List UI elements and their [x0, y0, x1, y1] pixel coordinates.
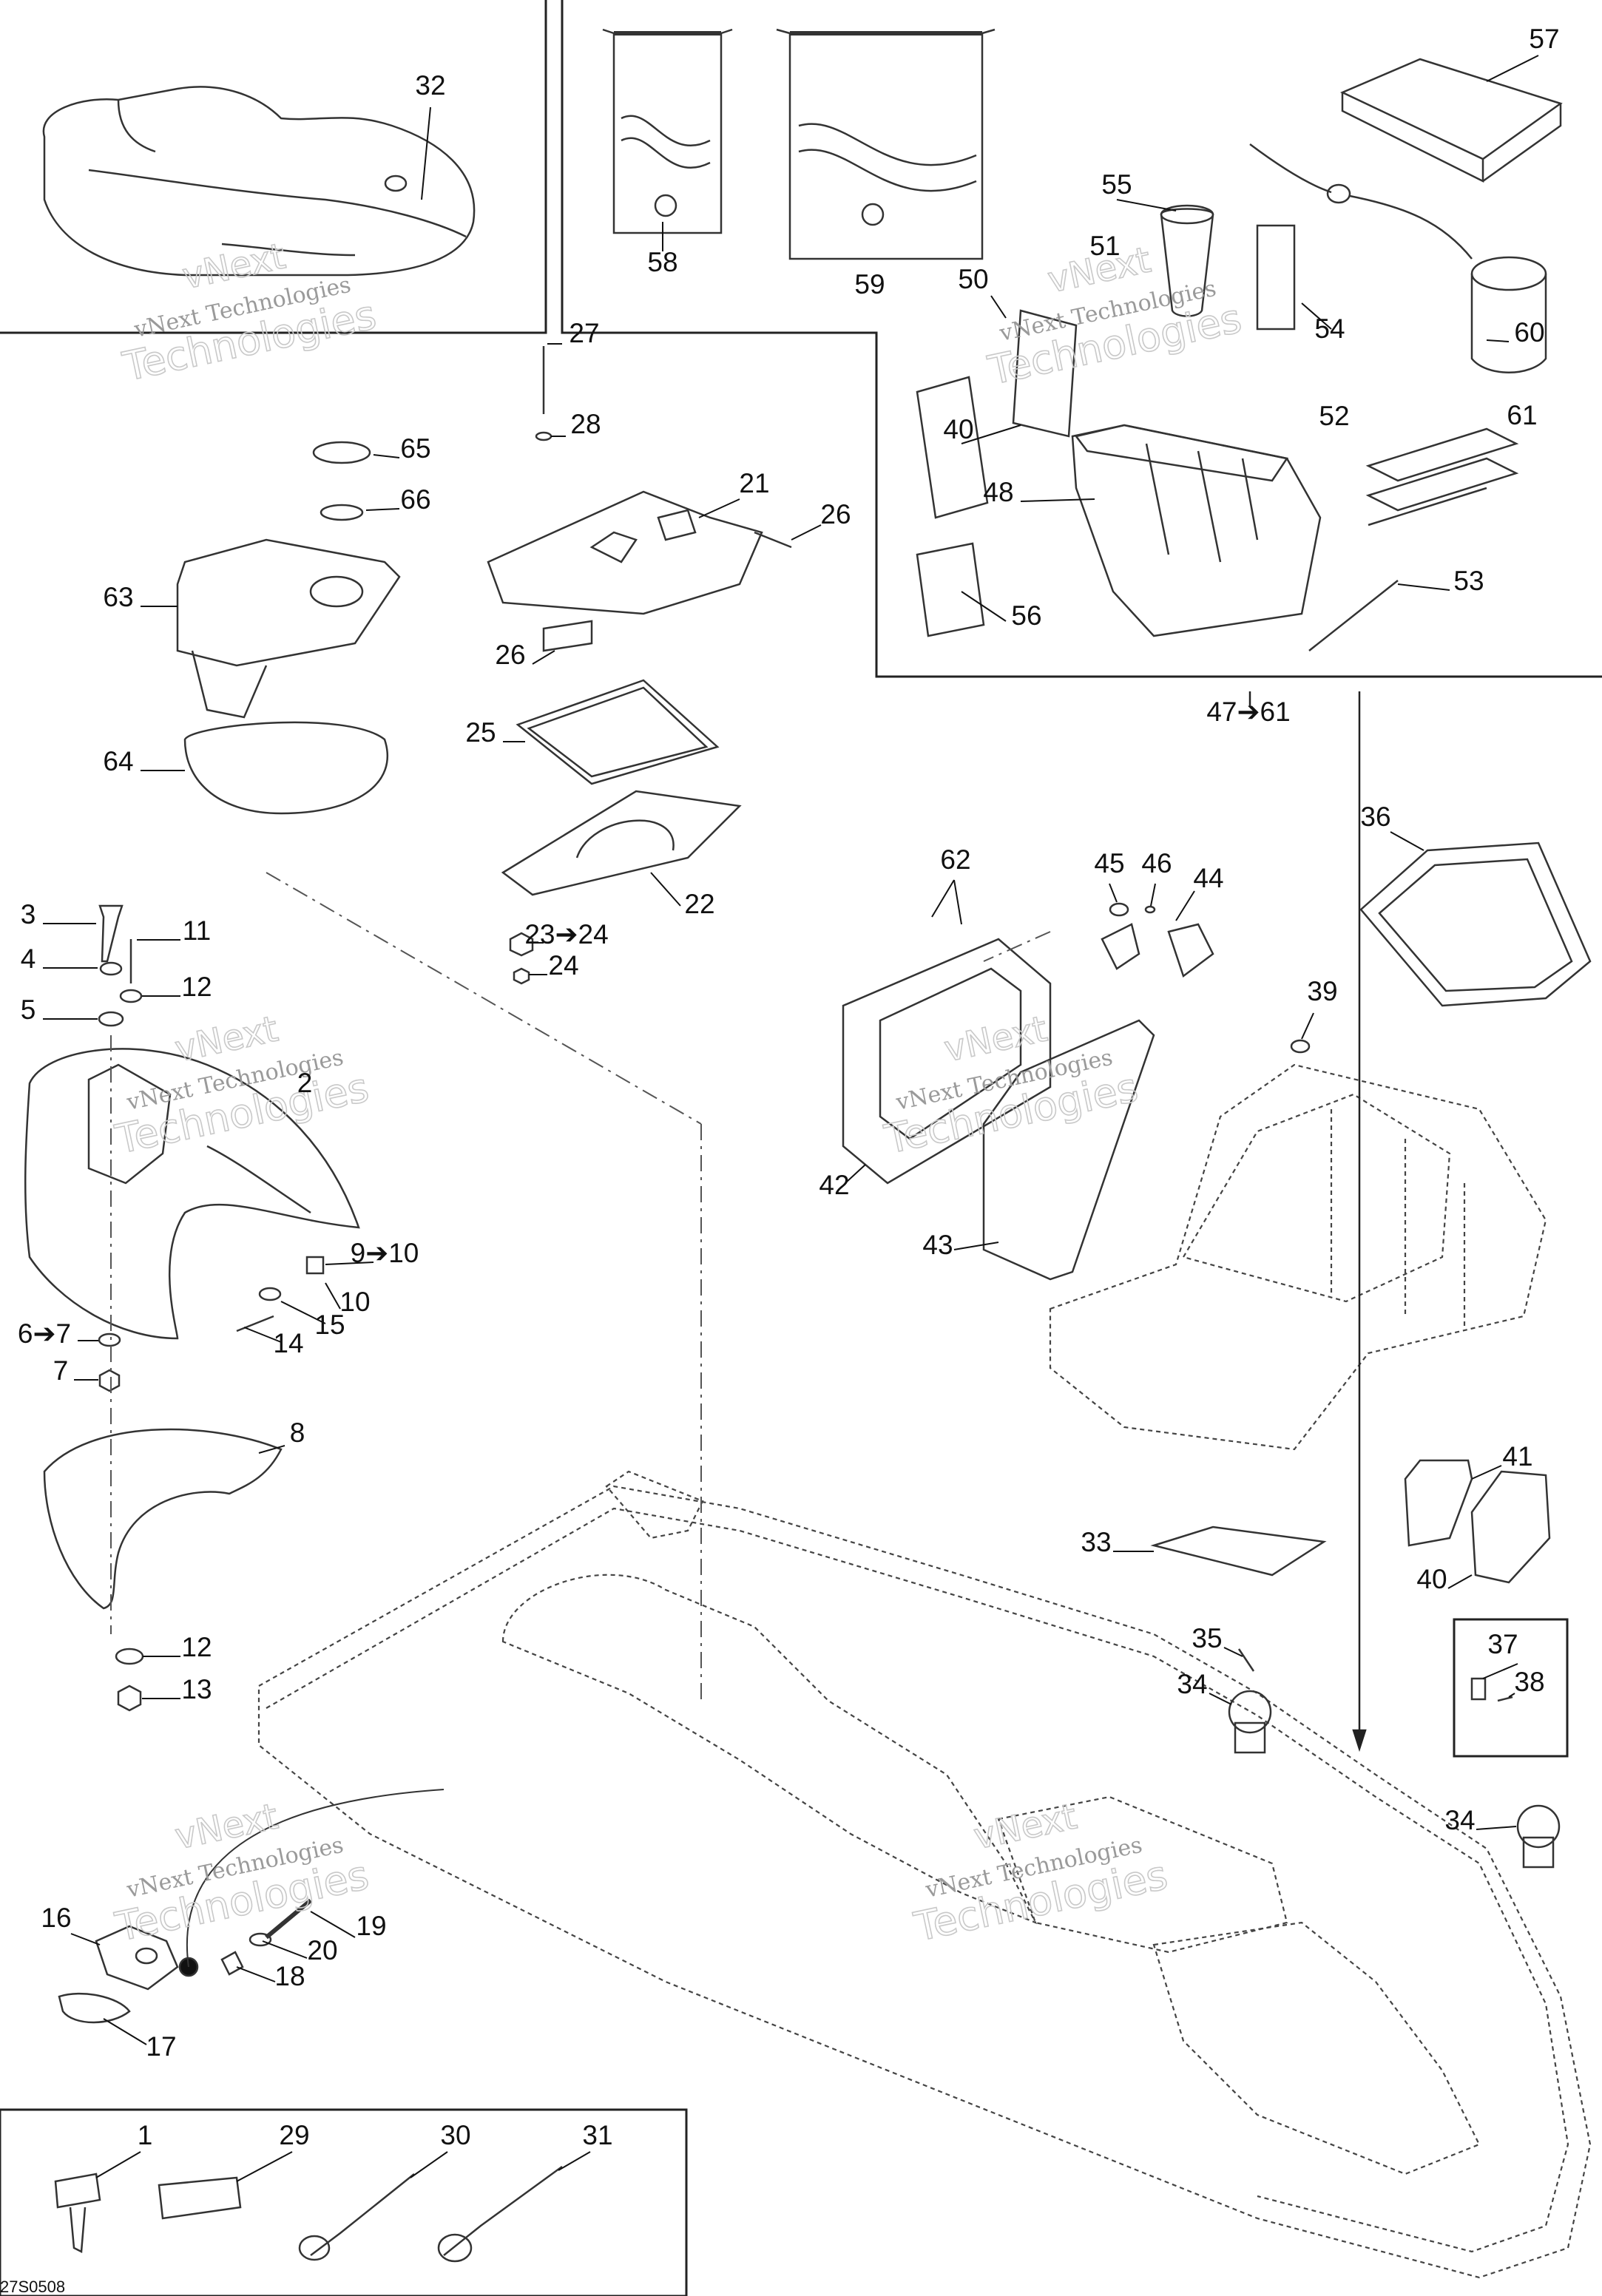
callout-50: 50: [958, 264, 988, 294]
callout-52: 52: [1319, 401, 1349, 431]
callout-14: 14: [273, 1328, 303, 1358]
reference-code: 27S0508: [0, 2278, 65, 2296]
callout-56: 56: [1011, 600, 1041, 631]
callout-33: 33: [1081, 1527, 1111, 1557]
callout-65: 65: [400, 433, 430, 464]
callout-59: 59: [854, 269, 885, 299]
callout-6-7: 6➔7: [18, 1318, 71, 1349]
callout-47-61: 47➔61: [1206, 697, 1290, 727]
callout-53: 53: [1453, 566, 1484, 596]
storage-compartment: [1049, 1063, 1547, 1451]
callout-40: 40: [943, 414, 973, 444]
callout-5: 5: [21, 995, 36, 1025]
callout-29: 29: [279, 2120, 309, 2150]
callout-45: 45: [1094, 848, 1124, 878]
handle-rear-parts: [24, 904, 360, 1712]
callout-23-24: 23➔24: [524, 919, 608, 949]
callout-7: 7: [53, 1355, 69, 1386]
callout-17: 17: [146, 2031, 176, 2062]
callout-11: 11: [183, 915, 211, 946]
callout-40: 40: [1416, 1564, 1447, 1594]
callout-41: 41: [1502, 1441, 1532, 1472]
callout-15: 15: [314, 1310, 345, 1340]
callout-34: 34: [1444, 1805, 1475, 1835]
callout-35: 35: [1192, 1623, 1222, 1653]
callout-46: 46: [1141, 848, 1172, 878]
callout-58: 58: [647, 247, 677, 277]
arrow-lines: [1248, 691, 1367, 1753]
callout-8: 8: [290, 1418, 305, 1448]
callout-20: 20: [307, 1935, 337, 1965]
callout-18: 18: [274, 1961, 305, 1991]
callout-9-10: 9➔10: [351, 1238, 419, 1268]
callout-12: 12: [181, 1632, 212, 1662]
leader-lines: [43, 55, 1539, 2182]
callout-44: 44: [1193, 863, 1223, 893]
callout-16: 16: [41, 1903, 71, 1933]
vent-seal-parts: [842, 841, 1592, 1281]
callout-31: 31: [582, 2120, 612, 2150]
assembly-guide-lines: [110, 872, 1051, 1701]
callout-22: 22: [684, 889, 714, 919]
callout-60: 60: [1514, 317, 1544, 348]
callout-13: 13: [181, 1674, 212, 1704]
callout-3: 3: [21, 899, 36, 929]
callout-64: 64: [103, 746, 133, 776]
callout-43: 43: [922, 1230, 953, 1260]
callout-25: 25: [465, 717, 496, 748]
callout-34: 34: [1177, 1669, 1207, 1699]
callout-39: 39: [1307, 976, 1337, 1006]
hull-outline: [257, 1470, 1592, 2279]
callout-57: 57: [1529, 24, 1559, 54]
hardware-parts: [1150, 1459, 1561, 1869]
callout-1: 1: [138, 2120, 153, 2150]
callout-61: 61: [1507, 400, 1537, 430]
callout-12: 12: [181, 972, 212, 1002]
callout-28: 28: [570, 409, 601, 439]
callout-19: 19: [356, 1911, 386, 1941]
callout-26: 26: [820, 499, 851, 529]
callout-26: 26: [495, 640, 525, 670]
callout-10: 10: [339, 1287, 370, 1317]
callout-51: 51: [1089, 231, 1120, 261]
callout-24: 24: [548, 950, 578, 981]
storage-bags-58-59: [602, 28, 996, 260]
jetski-cover-32: [42, 86, 476, 277]
callout-4: 4: [21, 944, 36, 974]
callout-32: 32: [415, 70, 445, 101]
callout-21: 21: [739, 468, 769, 498]
callout-54: 54: [1314, 314, 1345, 344]
callout-42: 42: [819, 1170, 849, 1200]
drain-plug-parts: [58, 1789, 445, 2024]
upper-left-parts: [176, 441, 401, 815]
callout-27: 27: [569, 318, 599, 348]
callout-55: 55: [1101, 169, 1132, 200]
callout-38: 38: [1514, 1667, 1544, 1697]
callout-36: 36: [1360, 802, 1390, 832]
storage-bin-assembly: [916, 58, 1563, 651]
callout-48: 48: [983, 477, 1013, 507]
callout-63: 63: [103, 582, 133, 612]
callout-37: 37: [1487, 1629, 1518, 1659]
callout-2: 2: [297, 1068, 313, 1098]
callout-66: 66: [400, 484, 430, 515]
seat-base-parts: [487, 346, 792, 985]
fastener-parts: [54, 2165, 563, 2263]
callout-30: 30: [440, 2120, 470, 2150]
callout-62: 62: [940, 844, 970, 875]
